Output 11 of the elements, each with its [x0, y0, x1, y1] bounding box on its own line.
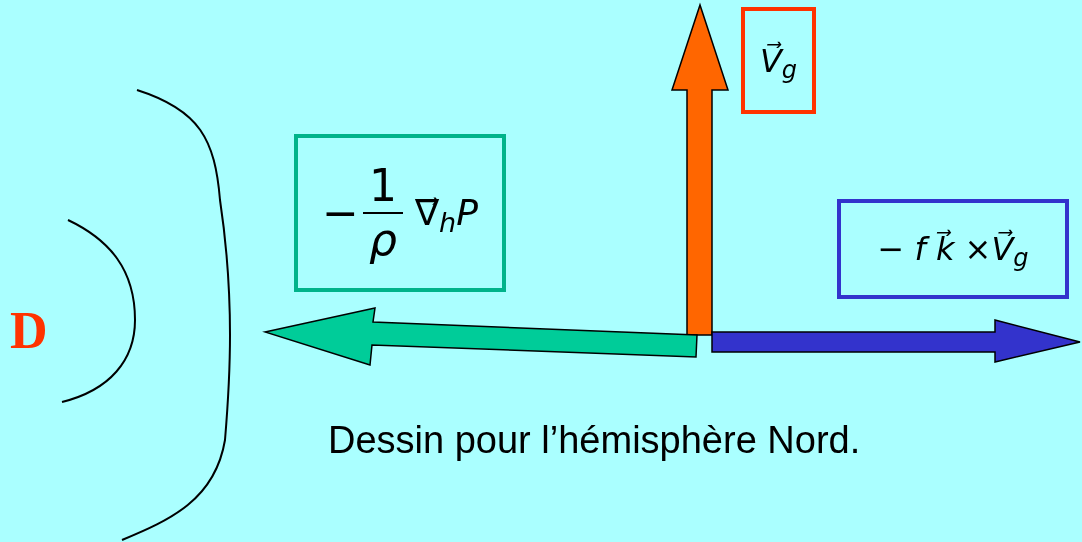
denominator: ρ	[369, 218, 397, 262]
formula-box	[741, 7, 816, 114]
formula-box	[837, 199, 1069, 299]
minus-sign: −	[322, 186, 359, 240]
numerator: 1	[368, 164, 397, 208]
formula-text: − f k⃗ ×V⃗$_{g}$	[877, 228, 1029, 273]
low-pressure-label: D	[10, 301, 48, 361]
caption-text: Dessin pour l’hémisphère Nord.	[328, 418, 861, 463]
formula-text: V⃗$_{g}$	[759, 40, 798, 85]
gradient-term: ∇⃗$_{h}$P	[414, 191, 478, 240]
formula-box	[294, 134, 506, 292]
